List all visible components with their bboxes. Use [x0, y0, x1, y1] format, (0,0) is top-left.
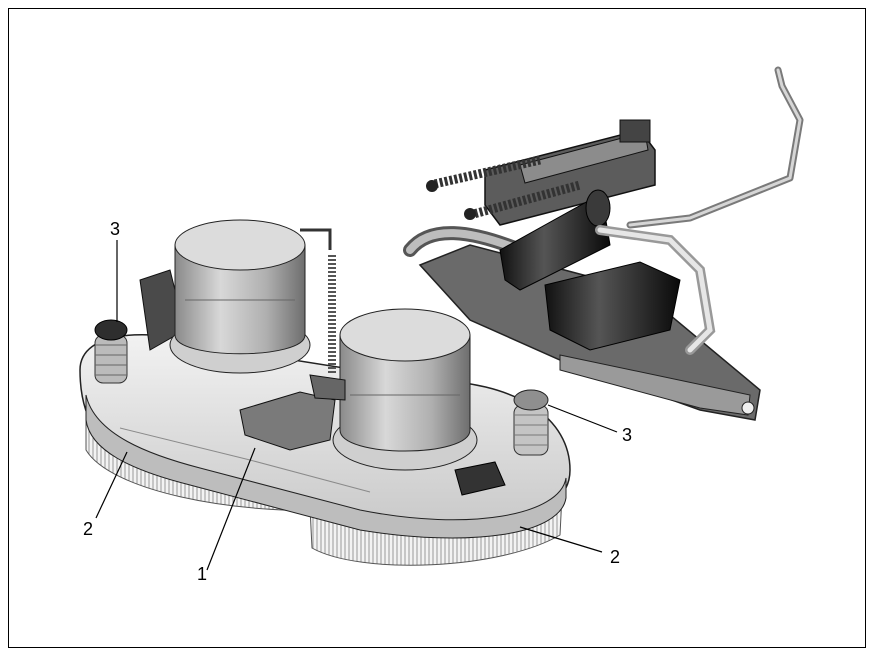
callout-3-left: 3	[110, 220, 120, 238]
callout-1: 1	[197, 565, 207, 583]
mount-bracket	[426, 120, 655, 225]
scrub-deck-drawing	[0, 0, 875, 626]
callout-2-left: 2	[83, 520, 93, 538]
leader-3-right	[548, 405, 617, 432]
bumper-roller-right	[514, 390, 548, 455]
brush-motor-left	[170, 220, 310, 373]
callout-2-right: 2	[610, 548, 620, 566]
bumper-roller-left	[95, 320, 127, 383]
suction-pipe	[630, 70, 800, 225]
callout-3-right: 3	[622, 426, 632, 444]
brush-motor-right	[333, 309, 477, 470]
